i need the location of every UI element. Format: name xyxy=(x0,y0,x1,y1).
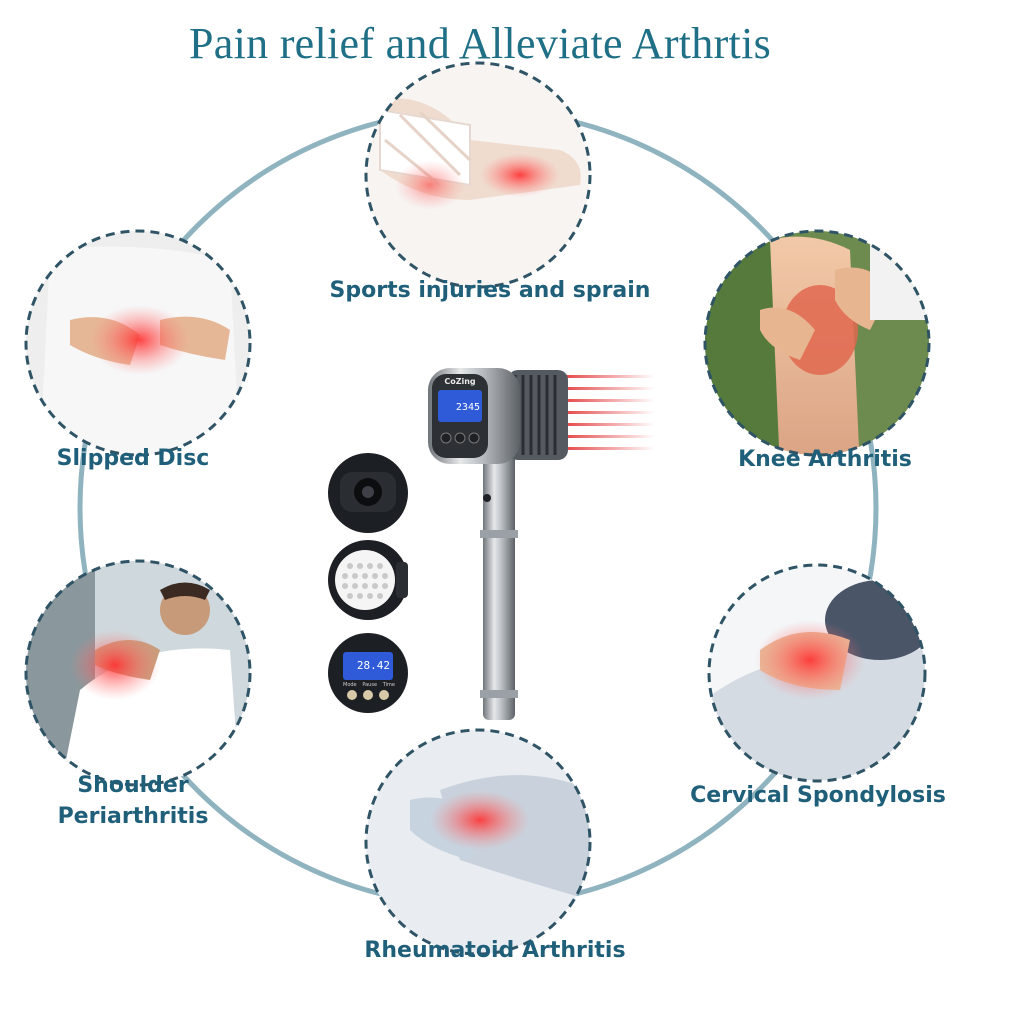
label-sports-injuries: Sports injuries and sprain xyxy=(329,278,651,303)
back-pain-icon xyxy=(24,229,252,457)
knee-pain-icon xyxy=(703,229,931,457)
forearm-pain-icon xyxy=(364,728,592,956)
mode-button-label: Mode xyxy=(343,682,357,688)
bandaged-ankle-icon xyxy=(364,61,592,289)
led-array-thumbnail xyxy=(328,540,408,620)
neck-pain-icon xyxy=(707,563,927,783)
laser-therapy-device xyxy=(428,368,568,720)
shoulder-pain-icon xyxy=(24,559,252,787)
pause-button-label: Pause xyxy=(362,682,378,688)
thumbnail-display-readout: 28.42 xyxy=(356,659,390,672)
label-knee-arthritis: Knee Arthritis xyxy=(738,447,912,472)
page-title: Pain relief and Alleviate Arthrtis xyxy=(188,19,772,68)
label-periarthritis: Periarthritis xyxy=(57,804,209,829)
device-display-readout: 2345 xyxy=(455,402,480,413)
label-rheumatoid-arthritis: Rheumatoid Arthritis xyxy=(364,938,626,963)
thumbnail-button-labels: Mode Pause Time xyxy=(343,682,395,688)
label-cervical-spondylosis: Cervical Spondylosis xyxy=(690,783,946,808)
probe-head-thumbnail xyxy=(328,453,408,533)
control-panel-thumbnail xyxy=(328,633,408,713)
label-shoulder: Shoulder xyxy=(77,773,189,798)
device-brand-label: CoZing xyxy=(444,377,476,386)
laser-beams xyxy=(555,375,655,450)
time-button-label: Time xyxy=(382,682,395,688)
label-slipped-disc: Slipped Disc xyxy=(56,446,210,471)
